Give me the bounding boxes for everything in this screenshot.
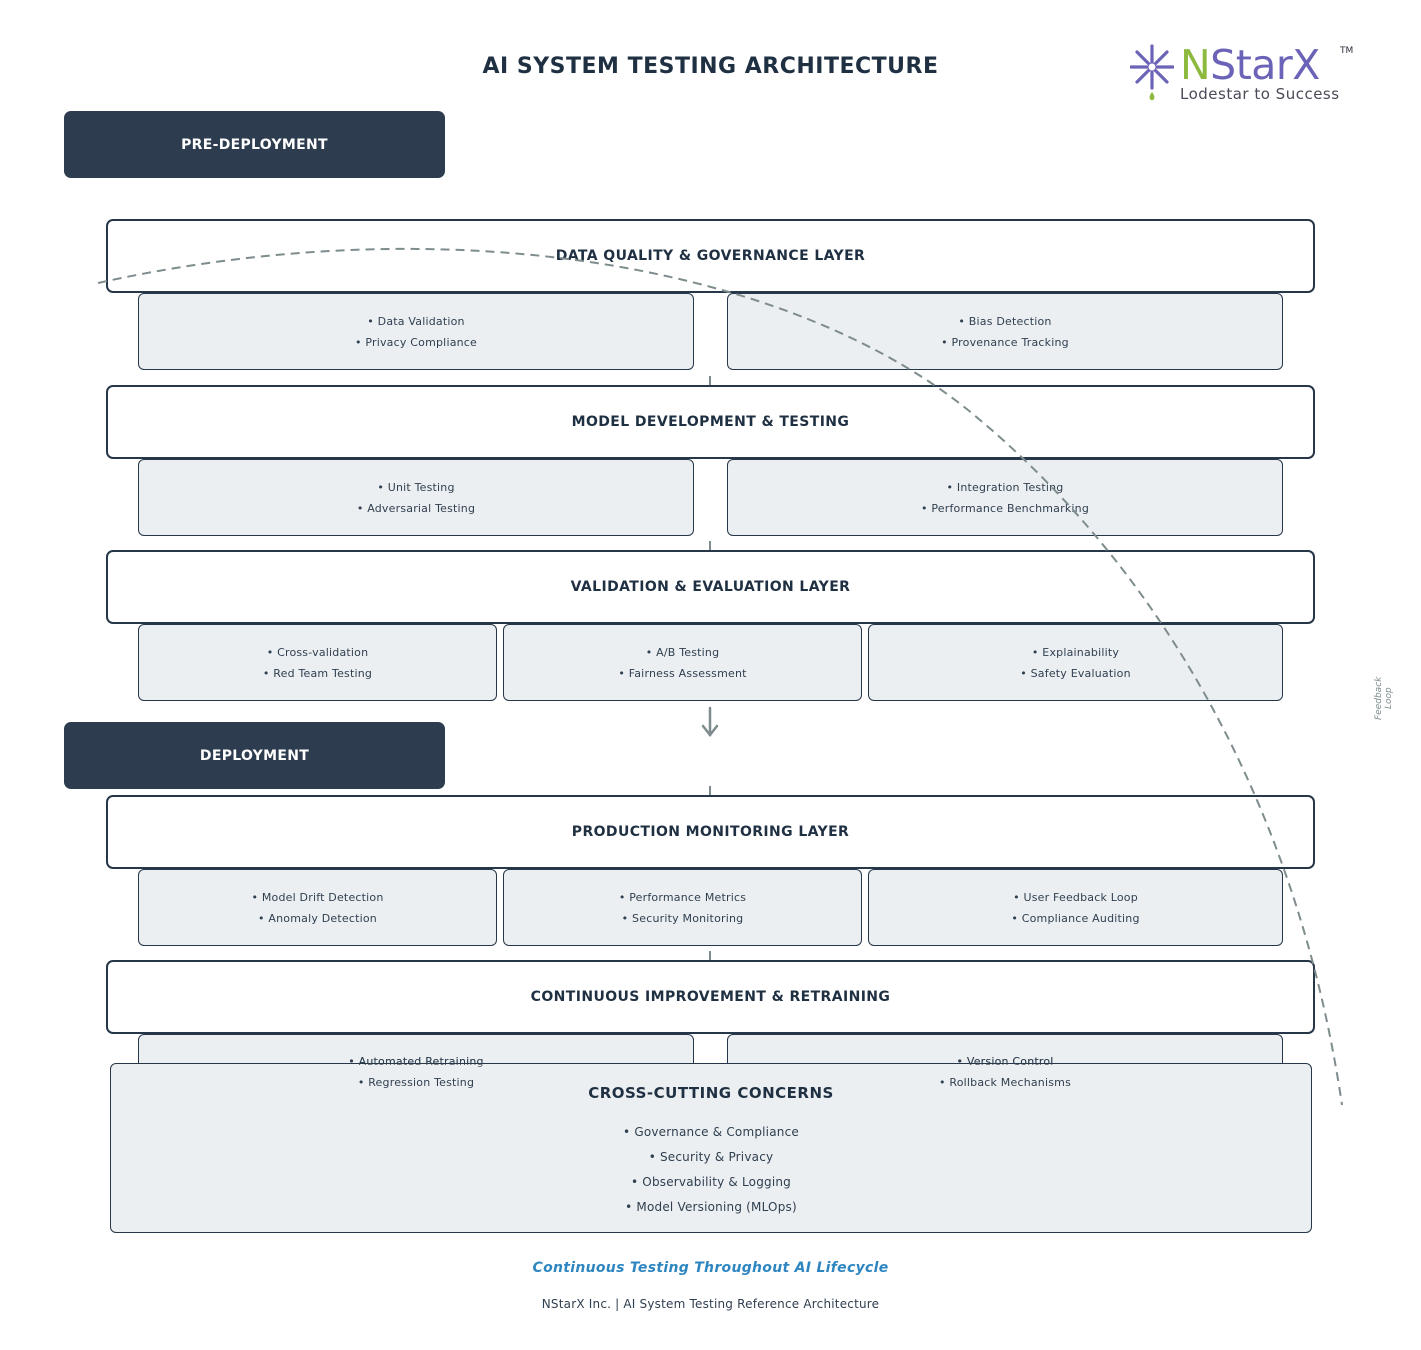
footer-tagline: Continuous Testing Throughout AI Lifecyc… xyxy=(532,1260,889,1276)
list-item: • Security & Privacy xyxy=(648,1150,774,1164)
card-item: • Explainability xyxy=(1031,645,1120,659)
card-item: • A/B Testing xyxy=(645,645,720,659)
layer-data-quality: DATA QUALITY & GOVERNANCE LAYER xyxy=(106,219,1315,293)
card-item: • Bias Detection xyxy=(958,314,1052,328)
card-data-validation: • Data Validation • Privacy Compliance xyxy=(138,293,694,370)
card-item: • Automated Retraining xyxy=(348,1055,484,1068)
card-item: • Security Monitoring xyxy=(621,911,744,925)
layer-validation-evaluation: VALIDATION & EVALUATION LAYER xyxy=(106,550,1315,624)
connector-line xyxy=(709,786,711,795)
version-text-overlay: • Version Control • Rollback Mechanisms xyxy=(727,1034,1283,1111)
down-arrow-icon xyxy=(701,706,719,738)
card-item: • Anomaly Detection xyxy=(258,911,377,925)
cross-cutting-list: • Governance & Compliance • Security & P… xyxy=(111,1120,1311,1220)
card-item: • Fairness Assessment xyxy=(618,666,747,680)
card-item: • Red Team Testing xyxy=(262,666,373,680)
layer-model-development: MODEL DEVELOPMENT & TESTING xyxy=(106,385,1315,459)
layer-continuous-improvement: CONTINUOUS IMPROVEMENT & RETRAINING xyxy=(106,960,1315,1034)
card-model-drift: • Model Drift Detection • Anomaly Detect… xyxy=(138,869,497,946)
card-item: • Rollback Mechanisms xyxy=(938,1076,1072,1089)
card-item: • Integration Testing xyxy=(946,480,1064,494)
connector-line xyxy=(709,951,711,960)
retraining-text-overlay: • Automated Retraining • Regression Test… xyxy=(138,1034,694,1111)
nstarx-logo: NStarX TM Lodestar to Success xyxy=(1130,40,1370,108)
card-cross-validation: • Cross-validation • Red Team Testing xyxy=(138,624,497,701)
list-item: • Observability & Logging xyxy=(631,1175,791,1189)
logo-tagline: Lodestar to Success xyxy=(1180,85,1340,103)
card-unit-testing: • Unit Testing • Adversarial Testing xyxy=(138,459,694,536)
card-item: • Performance Metrics xyxy=(618,890,747,904)
card-item: • Regression Testing xyxy=(357,1076,475,1089)
trademark-mark: TM xyxy=(1340,46,1354,56)
card-item: • Adversarial Testing xyxy=(356,501,476,515)
card-user-feedback: • User Feedback Loop • Compliance Auditi… xyxy=(868,869,1283,946)
feedback-loop-label: Feedback Loop xyxy=(1374,676,1394,720)
phase-deployment: DEPLOYMENT xyxy=(64,722,445,789)
footer-note: NStarX Inc. | AI System Testing Referenc… xyxy=(541,1297,880,1311)
card-performance-metrics: • Performance Metrics • Security Monitor… xyxy=(503,869,862,946)
card-item: • Provenance Tracking xyxy=(941,335,1069,349)
card-ab-testing: • A/B Testing • Fairness Assessment xyxy=(503,624,862,701)
page-title: AI SYSTEM TESTING ARCHITECTURE xyxy=(482,54,939,79)
card-item: • Model Drift Detection xyxy=(251,890,384,904)
card-item: • Unit Testing xyxy=(377,480,455,494)
card-item: • Safety Evaluation xyxy=(1020,666,1131,680)
phase-pre-deployment: PRE-DEPLOYMENT xyxy=(64,111,445,178)
connector-line xyxy=(709,541,711,550)
layer-production-monitoring: PRODUCTION MONITORING LAYER xyxy=(106,795,1315,869)
star-burst-icon xyxy=(1130,44,1174,101)
list-item: • Governance & Compliance xyxy=(623,1125,799,1139)
card-item: • Performance Benchmarking xyxy=(920,501,1090,515)
card-integration-testing: • Integration Testing • Performance Benc… xyxy=(727,459,1283,536)
card-item: • Version Control xyxy=(956,1055,1054,1068)
card-item: • Data Validation xyxy=(367,314,465,328)
card-item: • Cross-validation xyxy=(266,645,369,659)
card-explainability: • Explainability • Safety Evaluation xyxy=(868,624,1283,701)
connector-line xyxy=(709,376,711,385)
card-item: • Compliance Auditing xyxy=(1011,911,1140,925)
card-bias-detection: • Bias Detection • Provenance Tracking xyxy=(727,293,1283,370)
card-item: • Privacy Compliance xyxy=(354,335,478,349)
list-item: • Model Versioning (MLOps) xyxy=(625,1200,797,1214)
card-item: • User Feedback Loop xyxy=(1013,890,1138,904)
logo-wordmark: NStarX xyxy=(1180,41,1320,89)
